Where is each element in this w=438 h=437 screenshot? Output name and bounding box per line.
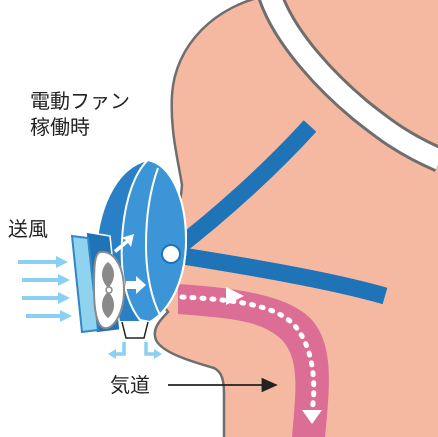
fan-label-line1: 電動ファン [30,88,130,114]
strap-pivot [162,245,180,263]
exhaust-arrows-icon [108,342,162,359]
airway-label: 気道 [110,372,150,398]
fan-label-line2: 稼働時 [30,114,90,140]
mask-strut [122,322,148,338]
airflow-arrows-icon [18,256,72,322]
airflow-label: 送風 [8,216,48,242]
